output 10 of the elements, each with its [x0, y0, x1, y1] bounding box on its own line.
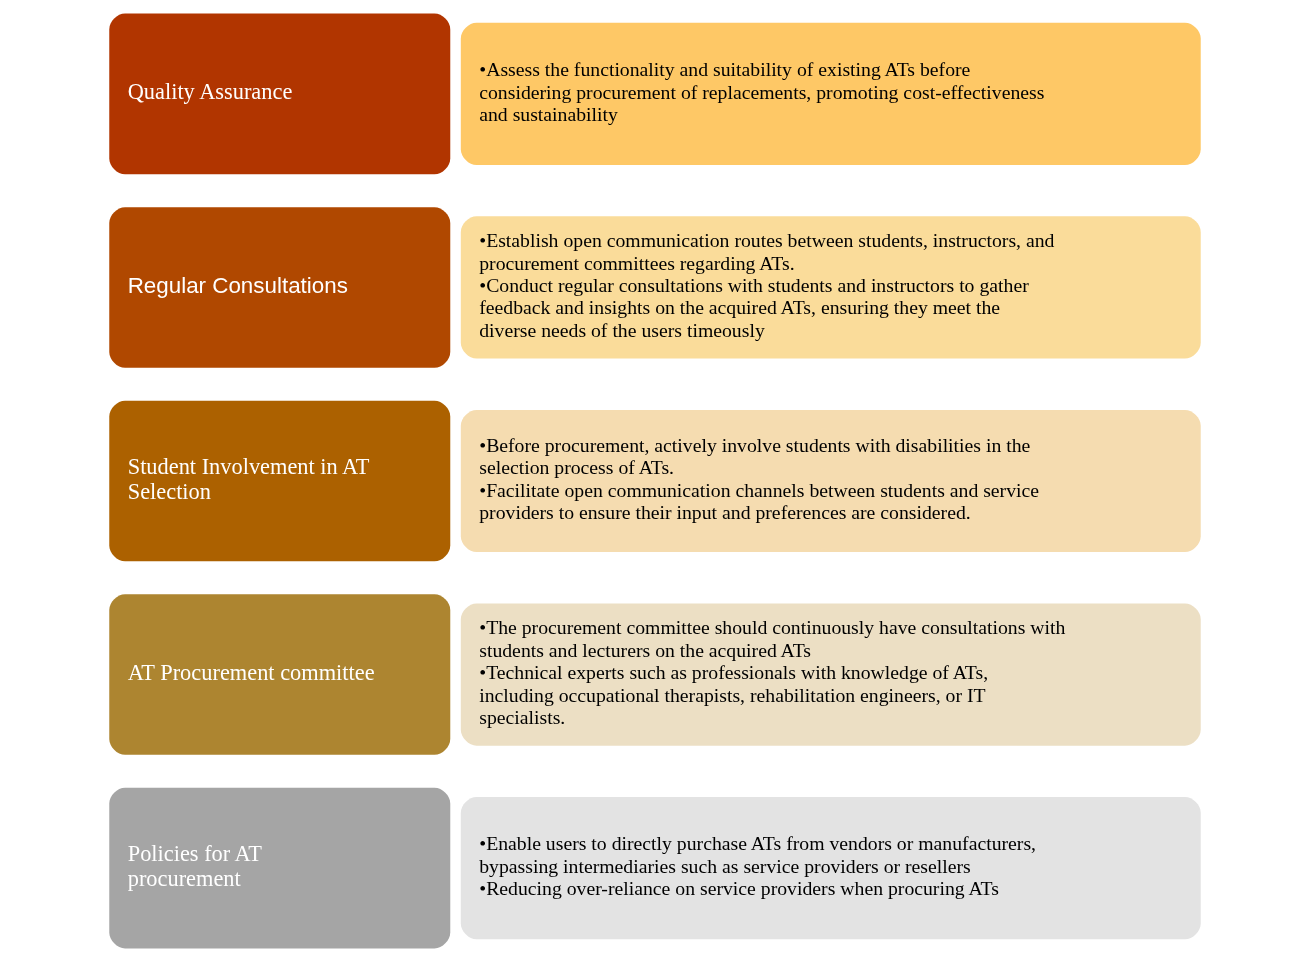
- node-box: •The procurement committee should continuously have consultations with students and lecturers on the acquired ATs •Technical experts such as professionals with knowledge of ATs, including occupational therapists, rehabilitation engineers, or IT specialists.: [460, 603, 1201, 746]
- node-box: Regular Consultations: [108, 207, 450, 368]
- node-box: Quality Assurance: [108, 13, 450, 175]
- node-box: •Establish open communication routes between students, instructors, and procurement committees regarding ATs. •Conduct regular consultations with students and instructors to gather feedback and insights on the acquired ATs, ensuring they meet the diverse needs of the users timeously: [460, 216, 1201, 359]
- node-box: •Before procurement, actively involve students with disabilities in the selection process of ATs. •Facilitate open communication channels between students and service providers to ensure their input and preferences are considered.: [460, 409, 1201, 553]
- node-box: Student Involvement in AT Selection: [108, 400, 450, 562]
- node-box: Policies for AT procurement: [108, 787, 450, 949]
- node-box: •Enable users to directly purchase ATs from vendors or manufacturers, bypassing intermediaries such as service providers or resellers •Reducing over-reliance on service providers when procuring ATs: [460, 797, 1201, 940]
- node-box: •Assess the functionality and suitability of existing ATs before considering procurement of replacements, promoting cost-effectiveness and sustainability: [460, 22, 1201, 165]
- node-box: AT Procurement committee: [108, 594, 450, 755]
